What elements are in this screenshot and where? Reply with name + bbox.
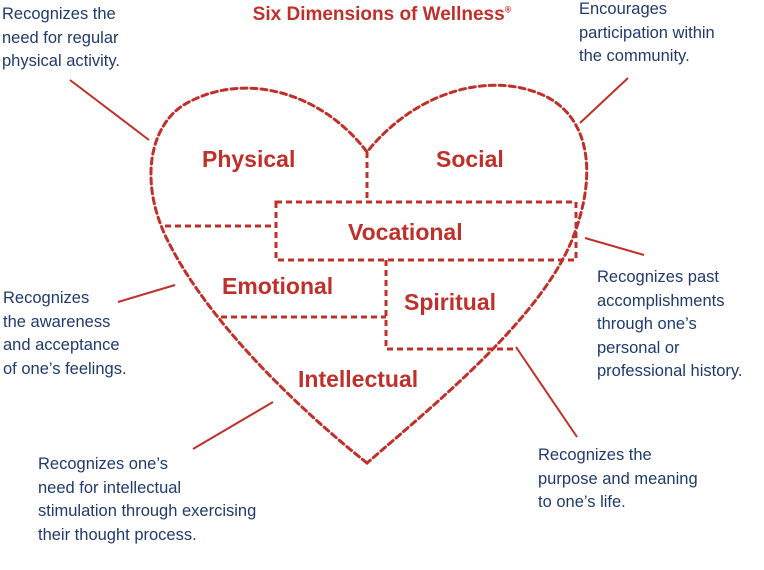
description-emotional: Recognizes the awareness and acceptance … [3, 289, 127, 378]
leader-lines [69, 77, 645, 450]
dimension-emotional: Emotional [222, 273, 334, 299]
dimension-spiritual: Spiritual [404, 289, 497, 315]
leader-emotional [117, 284, 176, 303]
registered-mark: ® [504, 4, 512, 15]
dimension-vocational: Vocational [348, 219, 463, 245]
leader-intellectual [192, 401, 274, 450]
division-lines [165, 152, 578, 351]
diagram-title: Six Dimensions of Wellness® [252, 4, 512, 25]
dimension-social: Social [436, 146, 504, 172]
description-vocational: Recognizes past accomplishments through … [597, 268, 743, 380]
vocational-box [274, 200, 578, 262]
leader-physical [69, 79, 150, 141]
description-physical: Recognizes the need for regular physical… [2, 5, 120, 70]
dimension-physical: Physical [202, 146, 296, 172]
heart-outline [149, 83, 589, 465]
description-social: Encourages participation within the comm… [579, 0, 715, 65]
dimension-intellectual: Intellectual [298, 366, 419, 392]
description-intellectual: Recognizes one’s need for intellectual s… [38, 455, 257, 544]
leader-spiritual [515, 346, 578, 438]
description-spiritual: Recognizes the purpose and meaning to on… [538, 446, 698, 511]
leader-social [579, 77, 629, 124]
leader-vocational [584, 237, 645, 256]
